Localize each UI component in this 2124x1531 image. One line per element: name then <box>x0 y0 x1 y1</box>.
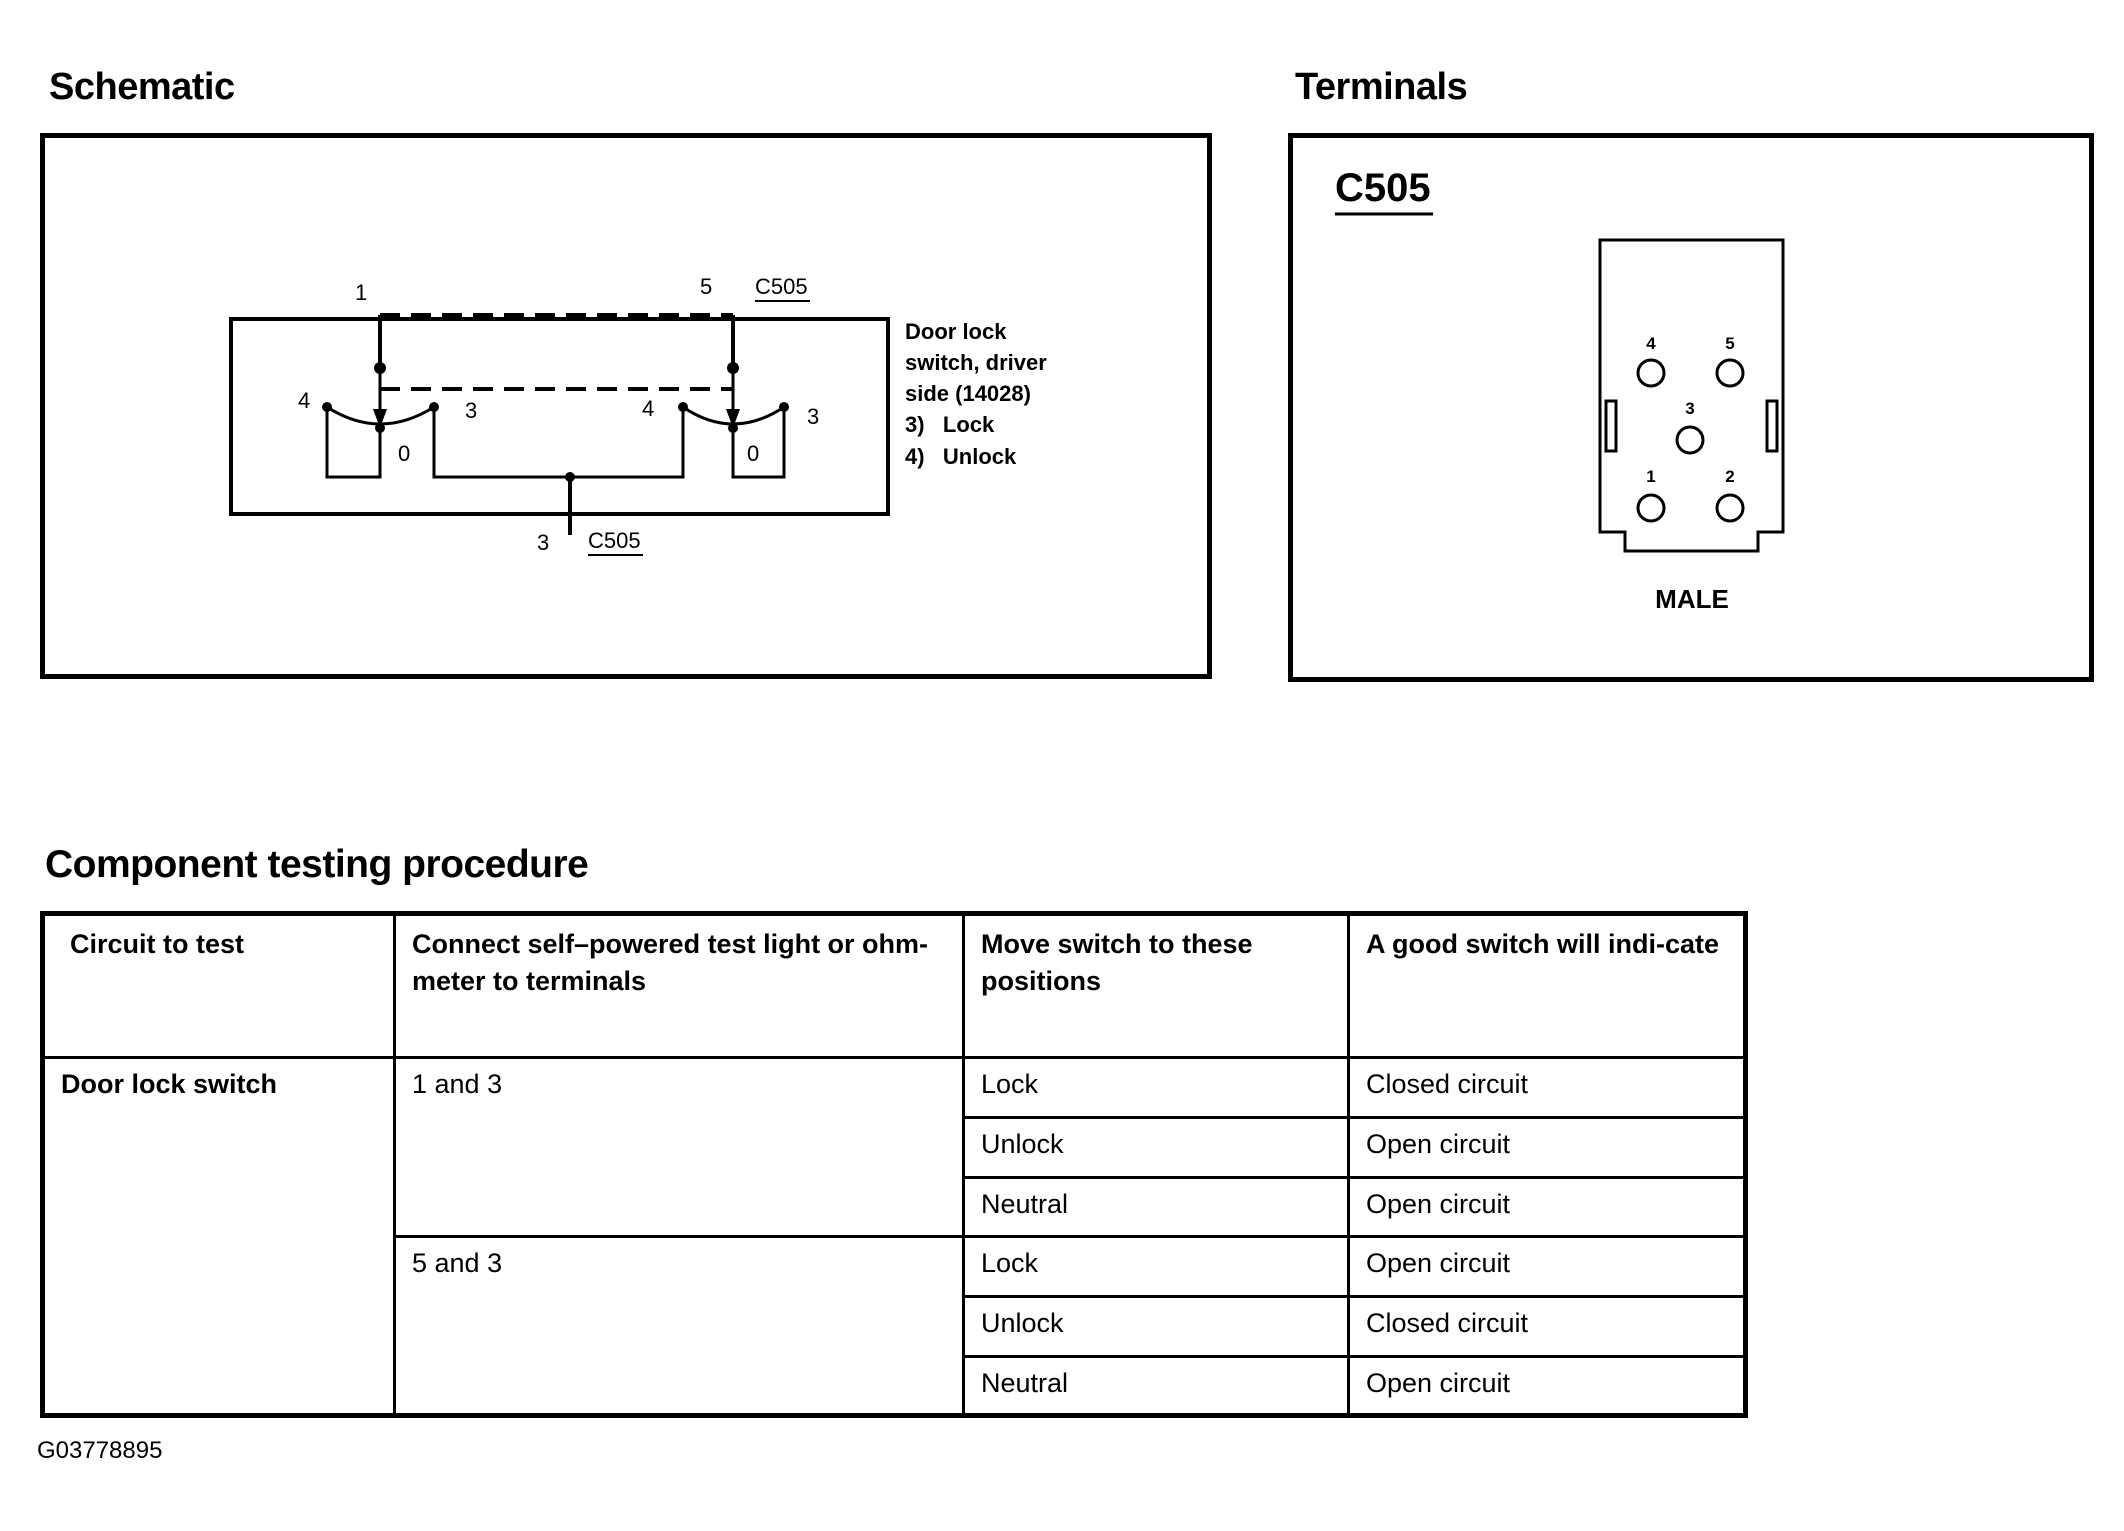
component-label-line-4: 3) Lock <box>905 412 995 437</box>
position-cell: Unlock <box>962 1116 1350 1179</box>
connector-top-label: C505 <box>755 274 808 299</box>
pin3-label: 3 <box>537 530 549 555</box>
connector-bottom-label: C505 <box>588 528 641 553</box>
pin-label-1: 1 <box>1646 467 1655 486</box>
component-label-line-5: 4) Unlock <box>905 444 1017 469</box>
left-pos-0: 0 <box>398 441 410 466</box>
pin-label-3: 3 <box>1685 399 1694 418</box>
connector-face-diagram: C505 1 2 3 4 5 MALE <box>1335 166 1785 614</box>
table-row: 5 and 3 Lock Open circuit <box>43 1235 1747 1417</box>
right-lock-tab <box>1765 399 1779 453</box>
pin-label-4: 4 <box>1646 334 1656 353</box>
header-circuit: Circuit to test <box>41 912 396 1059</box>
right-pos-0: 0 <box>747 441 759 466</box>
position-cell: Neutral <box>962 1355 1350 1417</box>
result-cell: Closed circuit <box>1347 1056 1747 1119</box>
table-row: Neutral Open circuit <box>43 1176 1747 1238</box>
position-cell: Neutral <box>962 1176 1350 1238</box>
pin-socket-4 <box>1636 358 1666 388</box>
table-row: Door lock switch 1 and 3 Lock Closed cir… <box>41 1056 1747 1417</box>
header-result: A good switch will indi-cate <box>1347 912 1747 1059</box>
result-cell: Open circuit <box>1347 1355 1747 1417</box>
pin5-label: 5 <box>700 274 712 299</box>
pin-socket-2 <box>1715 493 1745 523</box>
pin-label-2: 2 <box>1725 467 1734 486</box>
schematic-title: Schematic <box>49 66 235 108</box>
table-row: Unlock Open circuit <box>43 1116 1747 1179</box>
component-label-line-1: Door lock <box>905 319 1007 344</box>
pin-socket-5 <box>1715 358 1745 388</box>
terminals-cell: 1 and 3 <box>393 1056 965 1238</box>
schematic-panel: 1 5 C505 4 3 0 4 3 0 3 C505 Door lock sw… <box>40 133 1212 679</box>
position-cell: Lock <box>962 1235 1350 1298</box>
header-terminals: Connect self–powered test light or ohm-m… <box>393 912 965 1059</box>
terminals-title: Terminals <box>1295 66 1468 108</box>
procedure-table: Circuit to test Connect self–powered tes… <box>40 911 1748 1418</box>
result-cell: Open circuit <box>1347 1116 1747 1179</box>
left-pos-4: 4 <box>298 388 310 413</box>
table-header-row: Circuit to test Connect self–powered tes… <box>41 912 1747 1059</box>
connector-body <box>1598 238 1785 553</box>
switch-housing <box>229 317 890 516</box>
left-pos-3: 3 <box>465 398 477 423</box>
pin-socket-1 <box>1636 493 1666 523</box>
header-positions: Move switch to these positions <box>962 912 1350 1059</box>
terminals-cell: 5 and 3 <box>393 1235 965 1417</box>
procedure-title: Component testing procedure <box>45 843 589 886</box>
terminals-panel: C505 1 2 3 4 5 MALE <box>1288 133 2094 682</box>
result-cell: Open circuit <box>1347 1176 1747 1238</box>
position-cell: Unlock <box>962 1295 1350 1358</box>
left-arrow <box>373 409 387 428</box>
position-cell: Lock <box>962 1056 1350 1119</box>
right-arrow <box>726 409 740 428</box>
right-contact-3 <box>731 407 786 479</box>
result-cell: Closed circuit <box>1347 1295 1747 1358</box>
pin-label-5: 5 <box>1725 334 1734 353</box>
component-label-line-3: side (14028) <box>905 381 1031 406</box>
component-label-line-2: switch, driver <box>905 350 1047 375</box>
table-row: Neutral Open circuit <box>43 1355 1747 1417</box>
right-pos-4: 4 <box>642 396 654 421</box>
pin-socket-3 <box>1675 425 1705 455</box>
left-lock-tab <box>1604 399 1618 453</box>
result-cell: Open circuit <box>1347 1235 1747 1298</box>
pin1-label: 1 <box>355 280 367 305</box>
table-row: Unlock Closed circuit <box>43 1295 1747 1358</box>
right-pos-3: 3 <box>807 404 819 429</box>
schematic-diagram: 1 5 C505 4 3 0 4 3 0 3 C505 Door lock sw… <box>229 274 1047 556</box>
left-contact-3 <box>432 407 685 479</box>
circuit-cell: Door lock switch <box>41 1056 396 1417</box>
connector-gender: MALE <box>1655 584 1729 614</box>
left-contact-4 <box>325 407 382 479</box>
figure-id: G03778895 <box>37 1437 163 1464</box>
connector-name: C505 <box>1335 166 1431 210</box>
